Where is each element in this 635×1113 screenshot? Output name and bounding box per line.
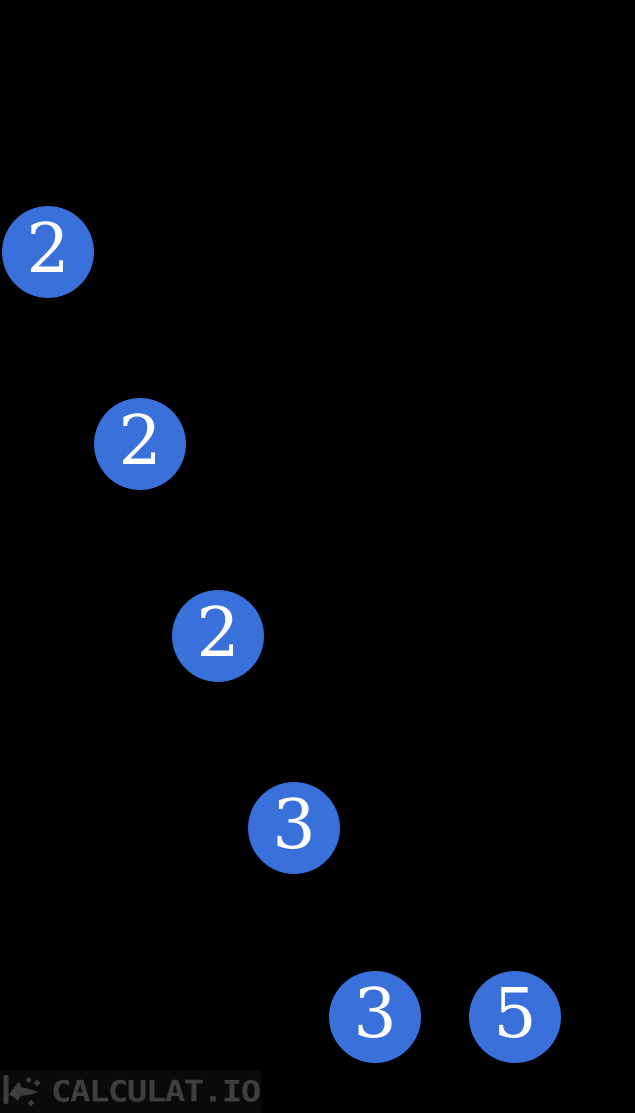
logo-text: CALCULAT.IO [51,1074,261,1109]
factor-tree-node: 2 [94,398,186,490]
factor-tree-node: 5 [469,971,561,1063]
factor-tree-node: 2 [172,590,264,682]
rocket-icon [3,1074,41,1106]
factor-node-value: 2 [26,210,70,289]
factor-node-value: 2 [196,594,240,673]
factor-node-value: 5 [493,975,537,1054]
factor-node-value: 3 [272,786,316,865]
factor-tree-node: 2 [2,206,94,298]
calculatio-logo: CALCULAT.IO [0,1070,261,1113]
factor-tree-node: 3 [329,971,421,1063]
factor-tree-node: 3 [248,782,340,874]
factor-node-value: 3 [353,975,397,1054]
factor-node-value: 2 [118,402,162,481]
